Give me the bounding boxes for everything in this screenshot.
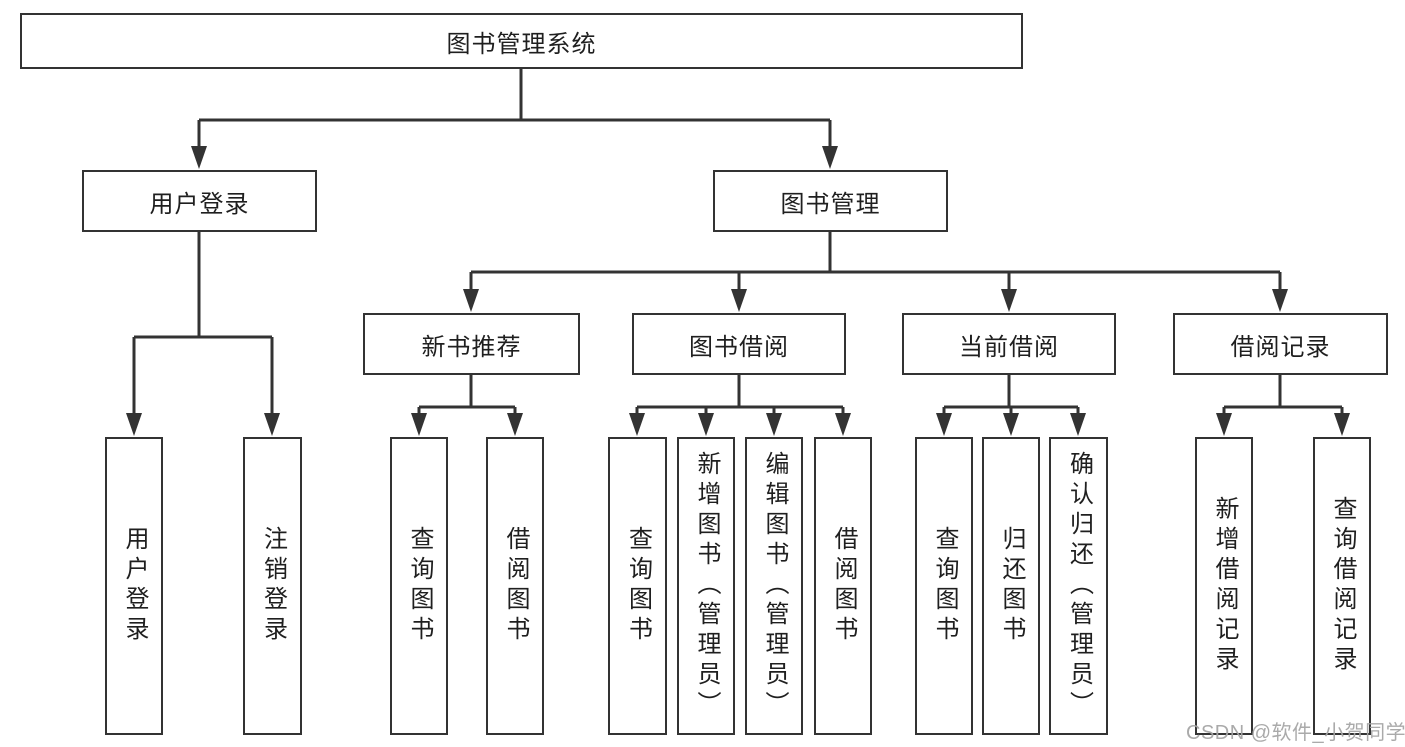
node-label: 借阅记录 — [1230, 333, 1331, 361]
node-borrow-query-book: 查询图书 — [608, 437, 667, 735]
csdn-watermark: CSDN @软件_小贺同学 — [1186, 722, 1405, 744]
node-new-book-recommend: 新书推荐 — [363, 313, 580, 375]
node-borrow-add-book-admin: 新增图书（管理员） — [677, 437, 735, 735]
node-borrow-records: 借阅记录 — [1173, 313, 1388, 375]
node-label: 查询图书 — [931, 526, 958, 646]
node-current-return-book: 归还图书 — [982, 437, 1040, 735]
node-label: 新增借阅记录 — [1211, 496, 1238, 676]
node-library-system: 图书管理系统 — [20, 13, 1023, 69]
node-label: 用户登录 — [121, 526, 148, 646]
node-book-management: 图书管理 — [713, 170, 948, 232]
node-current-confirm-return-admin: 确认归还（管理员） — [1049, 437, 1108, 735]
node-label: 归还图书 — [998, 526, 1025, 646]
node-label: 注销登录 — [259, 526, 287, 646]
node-newbook-query-book: 查询图书 — [390, 437, 448, 735]
node-label: 图书管理 — [780, 190, 881, 218]
node-borrow-borrow-book: 借阅图书 — [814, 437, 872, 735]
node-login: 用户登录 — [105, 437, 163, 735]
node-logout: 注销登录 — [243, 437, 302, 735]
node-label: 查询图书 — [624, 526, 652, 646]
node-label: 新书推荐 — [421, 333, 522, 361]
node-label: 新增图书（管理员） — [693, 451, 720, 721]
node-records-query-record: 查询借阅记录 — [1313, 437, 1371, 735]
node-label: 编辑图书（管理员） — [761, 451, 788, 721]
node-newbook-borrow-book: 借阅图书 — [486, 437, 544, 735]
node-borrow-edit-book-admin: 编辑图书（管理员） — [745, 437, 803, 735]
node-current-borrow: 当前借阅 — [902, 313, 1116, 375]
node-label: 图书借阅 — [689, 333, 789, 361]
node-label: 借阅图书 — [830, 526, 857, 646]
node-records-add-record: 新增借阅记录 — [1195, 437, 1253, 735]
node-label: 查询图书 — [406, 526, 433, 646]
node-label: 查询借阅记录 — [1329, 496, 1356, 676]
node-label: 借阅图书 — [502, 526, 529, 646]
node-book-borrow: 图书借阅 — [632, 313, 846, 375]
node-label: 图书管理系统 — [446, 30, 597, 58]
node-current-query-book: 查询图书 — [915, 437, 973, 735]
node-label: 当前借阅 — [959, 333, 1059, 361]
arrowhead-icons — [126, 146, 1350, 436]
node-label: 用户登录 — [149, 190, 250, 218]
node-label: 确认归还（管理员） — [1065, 451, 1093, 721]
node-user-login: 用户登录 — [82, 170, 317, 232]
